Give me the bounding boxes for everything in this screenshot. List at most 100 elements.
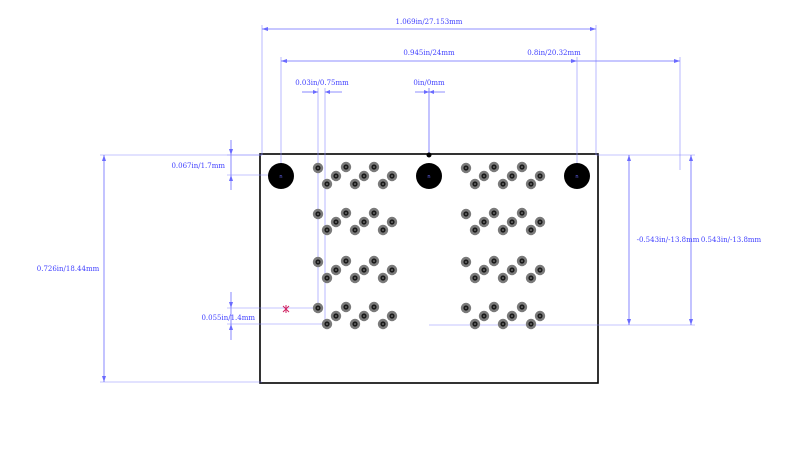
overall-width-label: 1.069in/27.153mm bbox=[396, 18, 463, 26]
pin-pad bbox=[516, 161, 528, 173]
pin-pad bbox=[386, 264, 398, 276]
mount-hole-right: n bbox=[564, 163, 590, 189]
pin-pad bbox=[516, 207, 528, 219]
pin-pad bbox=[349, 224, 361, 236]
pin-pad bbox=[534, 310, 546, 322]
pin-pad bbox=[460, 302, 472, 314]
pin-pad bbox=[497, 224, 509, 236]
pin-pad bbox=[312, 162, 324, 174]
overall-height-label: 0.726in/18.44mm bbox=[37, 265, 100, 273]
pin-pad bbox=[460, 208, 472, 220]
pin-pad bbox=[534, 216, 546, 228]
pin-pad bbox=[368, 301, 380, 313]
pin-pad bbox=[321, 224, 333, 236]
pin-pad bbox=[506, 170, 518, 182]
pin-pad bbox=[340, 301, 352, 313]
pin-pad bbox=[488, 207, 500, 219]
pin-pad bbox=[469, 224, 481, 236]
center-reference-dot bbox=[426, 152, 432, 158]
pin-pad bbox=[497, 272, 509, 284]
pin-pad bbox=[321, 318, 333, 330]
dimension-mount-offset-right: 0.8in/20.32mm bbox=[527, 49, 581, 175]
pin-pad bbox=[469, 178, 481, 190]
origin-marker bbox=[282, 305, 290, 313]
dimension-overall-height: 0.726in/18.44mm bbox=[37, 154, 262, 383]
pin-pad bbox=[488, 301, 500, 313]
pin-pads bbox=[312, 161, 546, 330]
pin-pad bbox=[349, 318, 361, 330]
neg-depth-label: -0.543in/-13.8mm bbox=[637, 236, 700, 244]
pin-pad bbox=[358, 310, 370, 322]
pin-pad bbox=[386, 170, 398, 182]
dimension-pos-depth: 0.543in/-13.8mm bbox=[634, 154, 762, 326]
pin-pad bbox=[506, 216, 518, 228]
pin-pad bbox=[525, 318, 537, 330]
dimension-pin-offset: 0.03in/0.75mm bbox=[295, 79, 349, 320]
pin-pad bbox=[488, 161, 500, 173]
pin-pad bbox=[460, 162, 472, 174]
pin-pad bbox=[321, 178, 333, 190]
pin-pad bbox=[525, 224, 537, 236]
pin-pad bbox=[497, 318, 509, 330]
pin-pad bbox=[534, 264, 546, 276]
pin-offset-label: 0.03in/0.75mm bbox=[295, 79, 349, 87]
pin-pad bbox=[516, 301, 528, 313]
pin-pad bbox=[525, 178, 537, 190]
pin-pad bbox=[330, 264, 342, 276]
pin-pad bbox=[506, 310, 518, 322]
pin-pad bbox=[340, 255, 352, 267]
pin-pad bbox=[312, 302, 324, 314]
center-zero-label: 0in/0mm bbox=[413, 79, 445, 87]
pin-pad bbox=[340, 207, 352, 219]
pin-pad bbox=[469, 272, 481, 284]
pin-pad bbox=[478, 264, 490, 276]
pin-pad bbox=[506, 264, 518, 276]
svg-text:n: n bbox=[427, 174, 430, 180]
pin-pad bbox=[478, 310, 490, 322]
pin-pad bbox=[377, 318, 389, 330]
mount-hole-center: n bbox=[416, 163, 442, 189]
pin-pad bbox=[349, 272, 361, 284]
pin-pad bbox=[340, 161, 352, 173]
pin-pad bbox=[377, 178, 389, 190]
mount-hole-left: n bbox=[268, 163, 294, 189]
pin-pad bbox=[525, 272, 537, 284]
svg-text:n: n bbox=[575, 174, 578, 180]
svg-text:n: n bbox=[279, 174, 282, 180]
pin-pad bbox=[330, 310, 342, 322]
pin-pad bbox=[368, 161, 380, 173]
pin-pad bbox=[516, 255, 528, 267]
pin-pad bbox=[460, 256, 472, 268]
pin-pad bbox=[534, 170, 546, 182]
mount-hole-offset-label: 0.067in/1.7mm bbox=[171, 162, 225, 170]
pin-pad bbox=[368, 207, 380, 219]
dimension-center-zero: 0in/0mm bbox=[413, 79, 445, 155]
pin-pad bbox=[312, 256, 324, 268]
pos-depth-label: 0.543in/-13.8mm bbox=[701, 236, 762, 244]
pin-pad bbox=[358, 264, 370, 276]
dimension-pin-row-pitch: 0.055in/1.4mm bbox=[201, 292, 325, 340]
pin-pad bbox=[358, 170, 370, 182]
pin-pad bbox=[497, 178, 509, 190]
pin-pad bbox=[349, 178, 361, 190]
pin-pad bbox=[377, 272, 389, 284]
pin-pad bbox=[386, 310, 398, 322]
pin-pad bbox=[478, 170, 490, 182]
dimension-overall-width: 1.069in/27.153mm bbox=[261, 18, 597, 155]
pin-pad bbox=[312, 208, 324, 220]
mount-offset-right-label: 0.8in/20.32mm bbox=[527, 49, 581, 57]
pin-pad bbox=[469, 318, 481, 330]
pin-pad bbox=[377, 224, 389, 236]
pin-pad bbox=[368, 255, 380, 267]
dimension-mount-span: 0.945in/24mm bbox=[280, 49, 681, 175]
pin-pad bbox=[330, 170, 342, 182]
pin-pad bbox=[386, 216, 398, 228]
pin-pad bbox=[478, 216, 490, 228]
pin-pad bbox=[330, 216, 342, 228]
pin-row-pitch-label: 0.055in/1.4mm bbox=[201, 314, 255, 322]
mount-span-label: 0.945in/24mm bbox=[403, 49, 455, 57]
pin-pad bbox=[358, 216, 370, 228]
pin-pad bbox=[488, 255, 500, 267]
pin-pad bbox=[321, 272, 333, 284]
